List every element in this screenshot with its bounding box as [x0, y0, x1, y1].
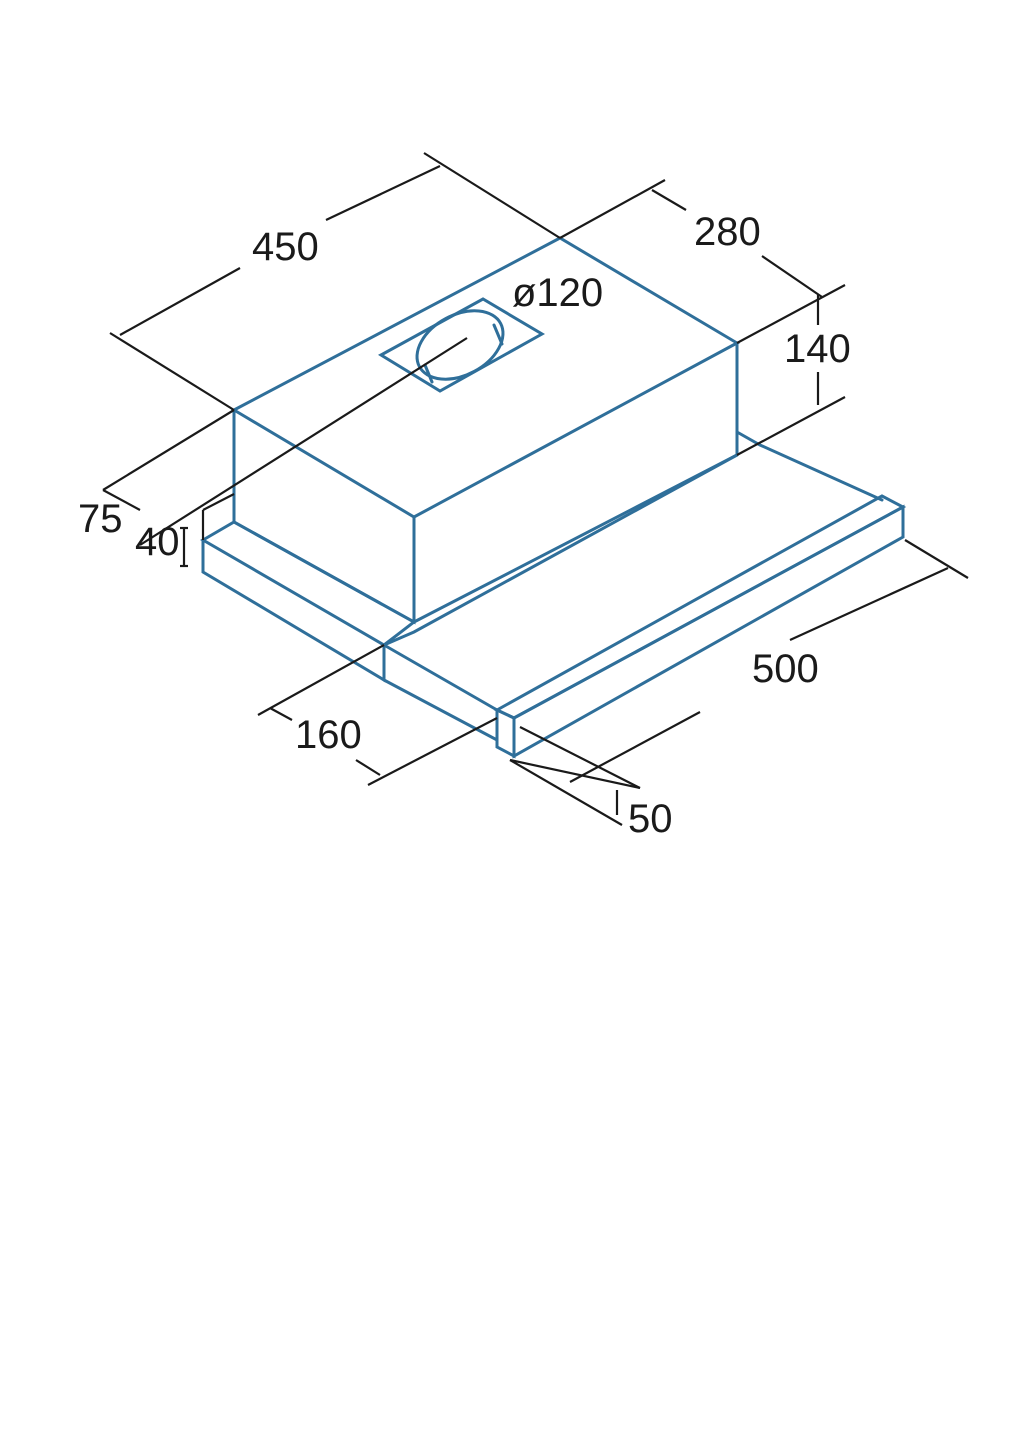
- dim-280-line: [651, 189, 687, 211]
- hood-front-left-face: [232, 408, 416, 625]
- label-500: 500: [752, 647, 819, 691]
- label-140: 140: [784, 327, 851, 371]
- left-rail-top: [200, 520, 417, 647]
- dim-450-extension: [423, 152, 561, 239]
- drawer-tray-front: [382, 678, 499, 743]
- dim-160-extension: [257, 644, 385, 716]
- dim-450-line: [119, 267, 241, 336]
- dim-75-extension: [102, 409, 235, 491]
- dim-280-line: [761, 255, 823, 298]
- dim-500-extension: [509, 758, 641, 790]
- dimension-lines: [102, 152, 969, 826]
- dim-160-extension: [367, 717, 498, 786]
- duct-collar: [415, 309, 505, 381]
- hood-outline: [200, 236, 907, 759]
- label-280: 280: [694, 210, 761, 254]
- dim-160-line: [355, 759, 381, 776]
- dim-75-extension: [139, 337, 468, 546]
- dim-280-extension: [736, 284, 846, 344]
- label-40: 40: [135, 520, 180, 564]
- dimension-labels: 450 280 ø120 140 75 40 160 500 50: [78, 210, 851, 841]
- front-bar-top: [493, 494, 907, 720]
- drawer-tray-top: [382, 453, 739, 647]
- left-rail-front: [201, 538, 386, 683]
- front-bar-end: [495, 707, 516, 759]
- label-75: 75: [78, 497, 123, 541]
- dim-75-line: [102, 489, 141, 511]
- duct-collar-edge: [492, 323, 504, 346]
- label-duct-diameter: ø120: [512, 271, 603, 315]
- duct-collar-edge: [423, 363, 434, 384]
- label-450: 450: [252, 225, 319, 269]
- dim-450-line: [325, 165, 441, 221]
- drawer-tray-back: [735, 430, 884, 502]
- dim-280-extension: [559, 179, 666, 239]
- drawer-tray-edge: [382, 643, 499, 712]
- dim-50-line: [509, 759, 623, 826]
- dim-500-line: [569, 711, 701, 783]
- dim-160-line: [269, 707, 293, 721]
- dim-500-line: [789, 566, 949, 642]
- label-160: 160: [295, 713, 362, 757]
- dim-40-extension: [202, 493, 235, 511]
- dim-500-extension: [904, 539, 969, 579]
- dim-450-extension: [109, 332, 235, 411]
- dim-140-extension: [736, 396, 846, 456]
- label-50: 50: [628, 797, 673, 841]
- dim-50-line: [519, 726, 641, 789]
- hood-top-face: [230, 236, 741, 519]
